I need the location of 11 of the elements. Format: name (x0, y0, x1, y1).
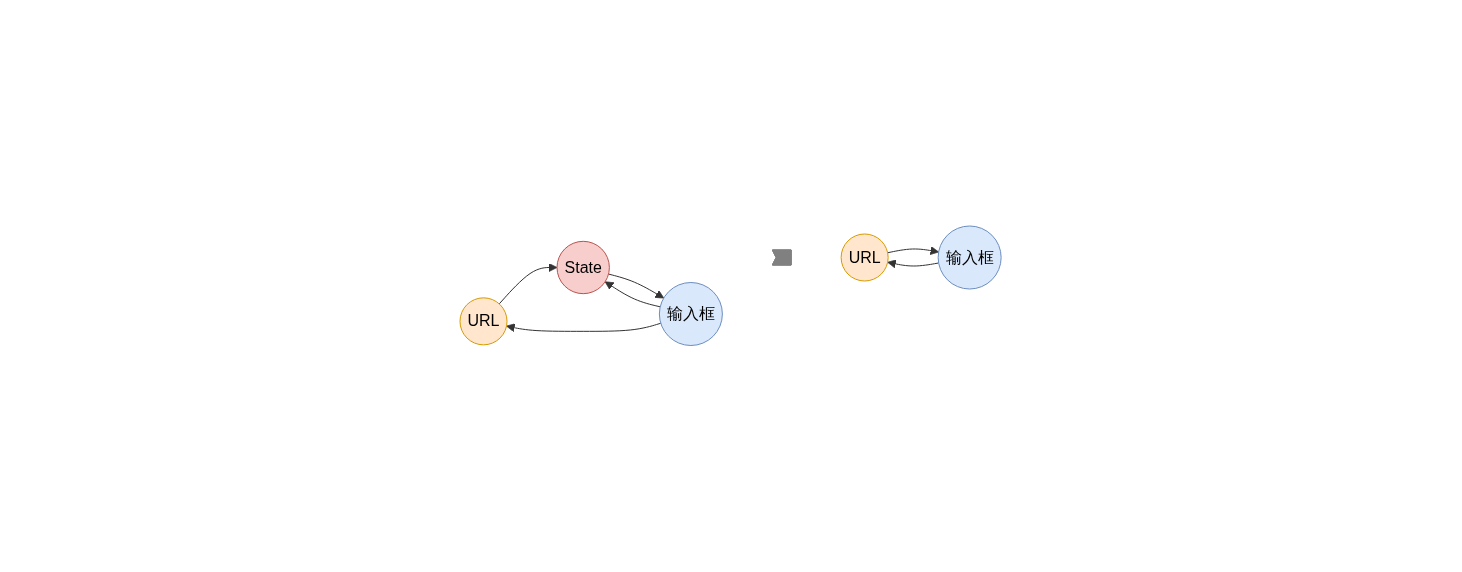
arrow (608, 273, 665, 299)
node-circle: URL (841, 233, 890, 282)
arrow (887, 246, 940, 256)
node-circle: 输入框 (659, 282, 724, 347)
arrow (499, 263, 558, 305)
node-circle: URL (459, 297, 508, 346)
node-circle: 输入框 (938, 225, 1003, 290)
arrow (506, 323, 662, 333)
arrow (605, 281, 662, 308)
node-circle: State (556, 241, 611, 295)
arrow (887, 259, 940, 269)
